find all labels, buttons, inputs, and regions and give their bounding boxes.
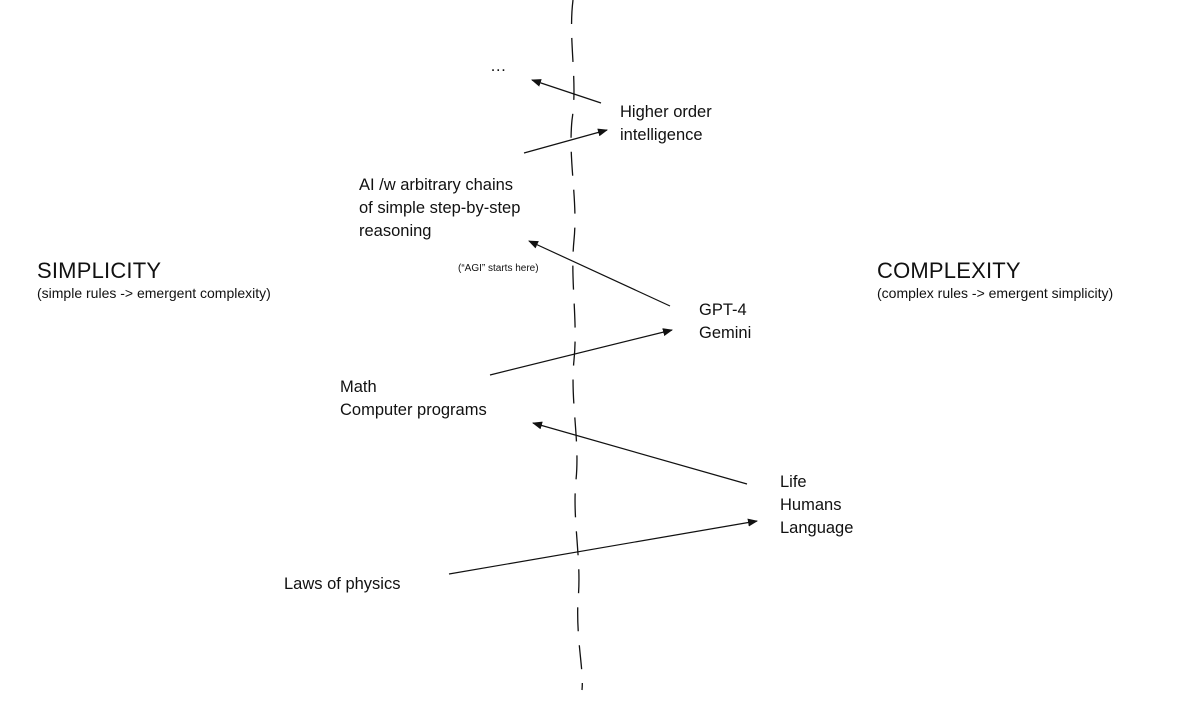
simplicity-pole: SIMPLICITY (simple rules -> emergent com… (37, 258, 271, 302)
simplicity-subtitle: (simple rules -> emergent complexity) (37, 285, 271, 301)
node-gpt4-gemini: GPT-4 Gemini (699, 301, 752, 342)
node-math-programs: Math Computer programs (340, 378, 487, 419)
complexity-pole: COMPLEXITY (complex rules -> emergent si… (877, 258, 1113, 302)
node-ellipsis: … (490, 57, 507, 75)
arrow-physics-to-life (448, 518, 758, 575)
node-laws-of-physics: Laws of physics (284, 575, 401, 593)
node-life-humans-language: Life Humans Language (780, 473, 854, 537)
node-higher-order-intelligence: Higher order intelligence (620, 103, 712, 144)
node-ai-reasoning: AI /w arbitrary chains of simple step-by… (359, 176, 521, 240)
arrow-higher-order-to-ellipsis (531, 79, 602, 104)
complexity-subtitle: (complex rules -> emergent simplicity) (877, 285, 1114, 301)
arrow-gpt4-to-ai (528, 240, 671, 307)
complexity-title: COMPLEXITY (877, 258, 1021, 283)
agi-note: (“AGI” starts here) (458, 263, 539, 274)
arrow-life-to-math (532, 421, 748, 485)
dividing-dashed-line (570, 0, 583, 691)
arrow-math-to-gpt4 (489, 328, 673, 376)
simplicity-title: SIMPLICITY (37, 258, 162, 283)
arrow-ai-to-higher-order (523, 128, 608, 154)
